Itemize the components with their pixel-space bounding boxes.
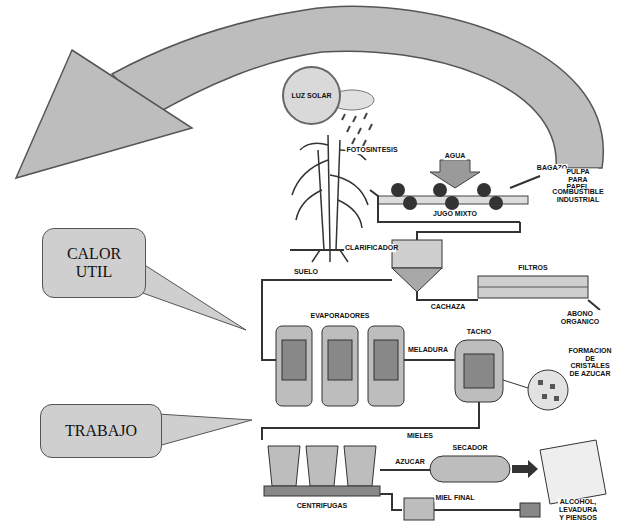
rain (342, 113, 372, 146)
sugar-bag (540, 440, 606, 504)
filter (417, 276, 600, 310)
mills (370, 176, 540, 222)
process-label: CENTRIFUGAS (296, 502, 349, 510)
process-label: ABONO ORGANICO (560, 310, 601, 325)
process-label: ALCOHOL, LEVADURA Y PIENSOS (558, 499, 598, 522)
process-label: SUELO (293, 268, 319, 276)
node-text: LUZ SOLAR (291, 92, 331, 100)
process-label: JUGO MIXTO (432, 210, 478, 218)
callout-box: TRABAJO (40, 404, 162, 458)
process-label: MIEL FINAL (434, 494, 475, 502)
process-label: FOTOSINTESIS (345, 146, 398, 154)
process-label: COMBUSTIBLE INDUSTRIAL (551, 188, 604, 203)
sugar-cane (290, 135, 380, 262)
node-text: CALOR UTIL (51, 245, 137, 282)
process-label: EVAPORADORES (310, 312, 371, 320)
vacuum-pan (262, 340, 568, 440)
process-label: CACHAZA (430, 303, 467, 311)
sun-circle: LUZ SOLAR (282, 66, 341, 125)
cycle-arrow (112, 6, 603, 168)
evaporators (262, 280, 455, 406)
process-label: FILTROS (517, 264, 548, 272)
process-label: FORMACION DE CRISTALES DE AZUCAR (567, 347, 612, 378)
molasses-tank (404, 498, 434, 520)
cycle-arrow-head (16, 50, 192, 178)
process-label: MIELES (406, 432, 434, 440)
dryer (430, 456, 538, 482)
callout-pointer (140, 262, 246, 330)
process-label: SECADOR (451, 444, 488, 452)
callout-pointer (158, 414, 252, 446)
product-icon (520, 503, 540, 517)
molasses-line (434, 509, 520, 511)
process-label: MELADURA (407, 346, 449, 354)
process-label: AZUCAR (394, 458, 426, 466)
process-label: TACHO (466, 328, 492, 336)
process-label: AGUA (444, 152, 467, 160)
node-text: TRABAJO (65, 422, 137, 440)
callout-box: CALOR UTIL (42, 228, 146, 298)
process-label: CLARIFICADOR (344, 244, 396, 252)
